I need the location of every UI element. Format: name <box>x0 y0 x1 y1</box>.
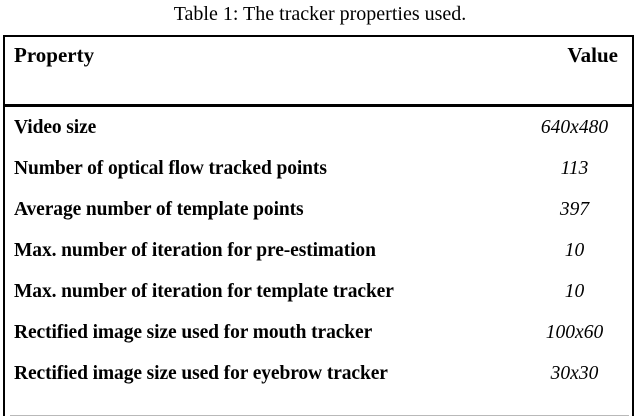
table-header-row: Property Value <box>3 37 634 107</box>
cell-value: 100x60 <box>545 321 604 343</box>
table-row: Max. number of iteration for template tr… <box>5 271 632 312</box>
cell-value: 113 <box>560 157 589 179</box>
table-row: Rectified image size used for eyebrow tr… <box>5 353 632 394</box>
table-row: Number of optical flow tracked points 11… <box>5 148 632 189</box>
cell-value: 10 <box>564 239 585 261</box>
cell-property: Rectified image size used for mouth trac… <box>14 321 373 343</box>
table-body: Video size 640x480 Number of optical flo… <box>5 107 632 394</box>
cell-property: Max. number of iteration for template tr… <box>14 280 394 302</box>
column-header-property: Property <box>14 43 95 67</box>
table-row: Video size 640x480 <box>5 107 632 148</box>
cell-property: Number of optical flow tracked points <box>14 157 327 179</box>
cell-property: Video size <box>14 116 97 138</box>
cell-value: 30x30 <box>550 362 599 384</box>
table-caption: Table 1: The tracker properties used. <box>173 3 467 25</box>
cell-property: Average number of template points <box>14 198 304 220</box>
cell-value: 10 <box>564 280 585 302</box>
cell-property: Rectified image size used for eyebrow tr… <box>14 362 388 384</box>
cell-value: 397 <box>559 198 590 220</box>
header-separator-rule <box>3 104 634 107</box>
cell-value: 640x480 <box>540 116 609 138</box>
properties-table: Property Value Video size 640x480 Number… <box>3 35 634 416</box>
cell-property: Max. number of iteration for pre-estimat… <box>14 239 376 261</box>
table-row: Rectified image size used for mouth trac… <box>5 312 632 353</box>
table-row: Max. number of iteration for pre-estimat… <box>5 230 632 271</box>
column-header-value: Value <box>567 43 618 67</box>
table-row: Average number of template points 397 <box>5 189 632 230</box>
